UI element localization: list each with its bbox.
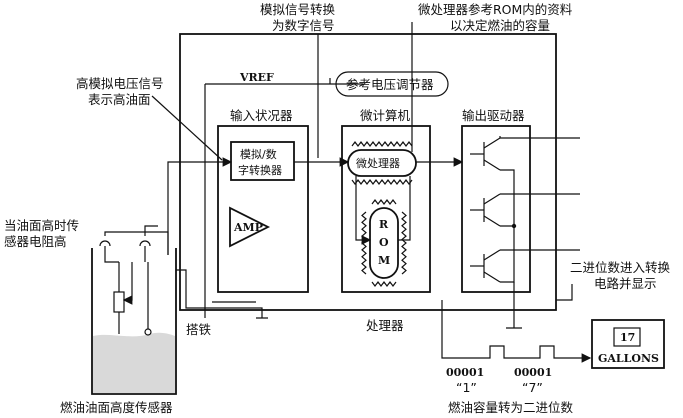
binary-caption: 燃油容量转为二进位数 — [448, 400, 574, 415]
annotation-voltage-line2: 表示高油面 — [88, 92, 151, 107]
input-conditioner-box — [217, 125, 309, 293]
label-processor: 处理器 — [366, 318, 404, 333]
sensor-terminals — [99, 240, 151, 247]
binary-pulse-train — [441, 300, 592, 363]
output-driver-box — [461, 125, 531, 293]
display-unit: GALLONS — [598, 352, 659, 365]
label-microprocessor: 微处理器 — [356, 156, 400, 170]
label-ref-regulator: 参考电压调节器 — [346, 77, 434, 92]
annotation-rom-line1: 微处理器参考ROM内的资料 — [418, 2, 573, 17]
binary-code-2: 00001 — [514, 366, 552, 379]
annotation-display-line1: 二进位数进入转换 — [570, 260, 671, 275]
display-digit-box — [613, 327, 641, 347]
label-amp: AMP — [233, 221, 263, 234]
driver-emitters — [500, 169, 515, 283]
label-ground: 搭铁 — [186, 322, 212, 337]
sensor-wiring — [119, 262, 132, 334]
annotation-adc-line2: 为数字信号 — [272, 18, 335, 33]
signal-to-adc — [167, 157, 233, 255]
processor-box — [179, 33, 557, 311]
label-rom-m: M — [378, 254, 390, 267]
display-leader — [556, 284, 573, 301]
annotation-voltage-line1: 高模拟电压信号 — [76, 76, 164, 91]
display-box — [591, 319, 665, 369]
annotation-adc-line1: 模拟信号转换 — [260, 2, 336, 17]
fuel-liquid — [93, 332, 175, 393]
annotation-rom-line2: 以决定燃油的容量 — [450, 18, 550, 33]
annotation-display-line2: 电路并显示 — [594, 276, 657, 291]
transistor-3 — [470, 249, 501, 283]
transistor-2 — [470, 193, 501, 227]
binary-digit-2: “7” — [522, 380, 543, 395]
transistor-1 — [470, 136, 501, 171]
label-adc-line1: 模拟/数 — [240, 147, 277, 161]
driver-outputs — [500, 137, 580, 251]
vref-line — [205, 78, 363, 85]
driver-ground — [506, 282, 522, 329]
display-value: 17 — [620, 331, 635, 344]
label-rom-o: O — [379, 236, 389, 249]
ref-regulator-box — [335, 71, 449, 97]
sensor-resistor — [113, 291, 125, 313]
annotation-sensor-line2: 感器电阻高 — [4, 234, 67, 249]
leader-voltage — [151, 95, 223, 161]
amp-triangle — [229, 206, 271, 248]
microprocessor-pins — [351, 141, 413, 185]
label-vref: VREF — [239, 71, 274, 84]
label-sensor: 燃油油面高度传感器 — [60, 400, 173, 415]
label-adc-line2: 字转换器 — [238, 163, 282, 177]
label-input-conditioner: 输入状况器 — [230, 108, 293, 123]
label-microcomputer: 微计算机 — [360, 108, 411, 123]
label-output-driver: 输出驱动器 — [462, 108, 525, 123]
sensor-leads — [104, 231, 169, 263]
microcomputer-box — [341, 125, 431, 293]
fuel-tank-outline — [91, 248, 177, 395]
sensor-lead-2 — [144, 225, 158, 236]
mp-rom-link-left — [355, 176, 372, 245]
binary-digit-1: “1” — [456, 380, 477, 395]
ground-line — [176, 269, 268, 319]
annotation-sensor-line1: 当油面高时传 — [4, 218, 79, 233]
mp-rom-link-right — [398, 176, 411, 241]
binary-code-1: 00001 — [446, 366, 484, 379]
label-rom-r: R — [379, 218, 389, 231]
